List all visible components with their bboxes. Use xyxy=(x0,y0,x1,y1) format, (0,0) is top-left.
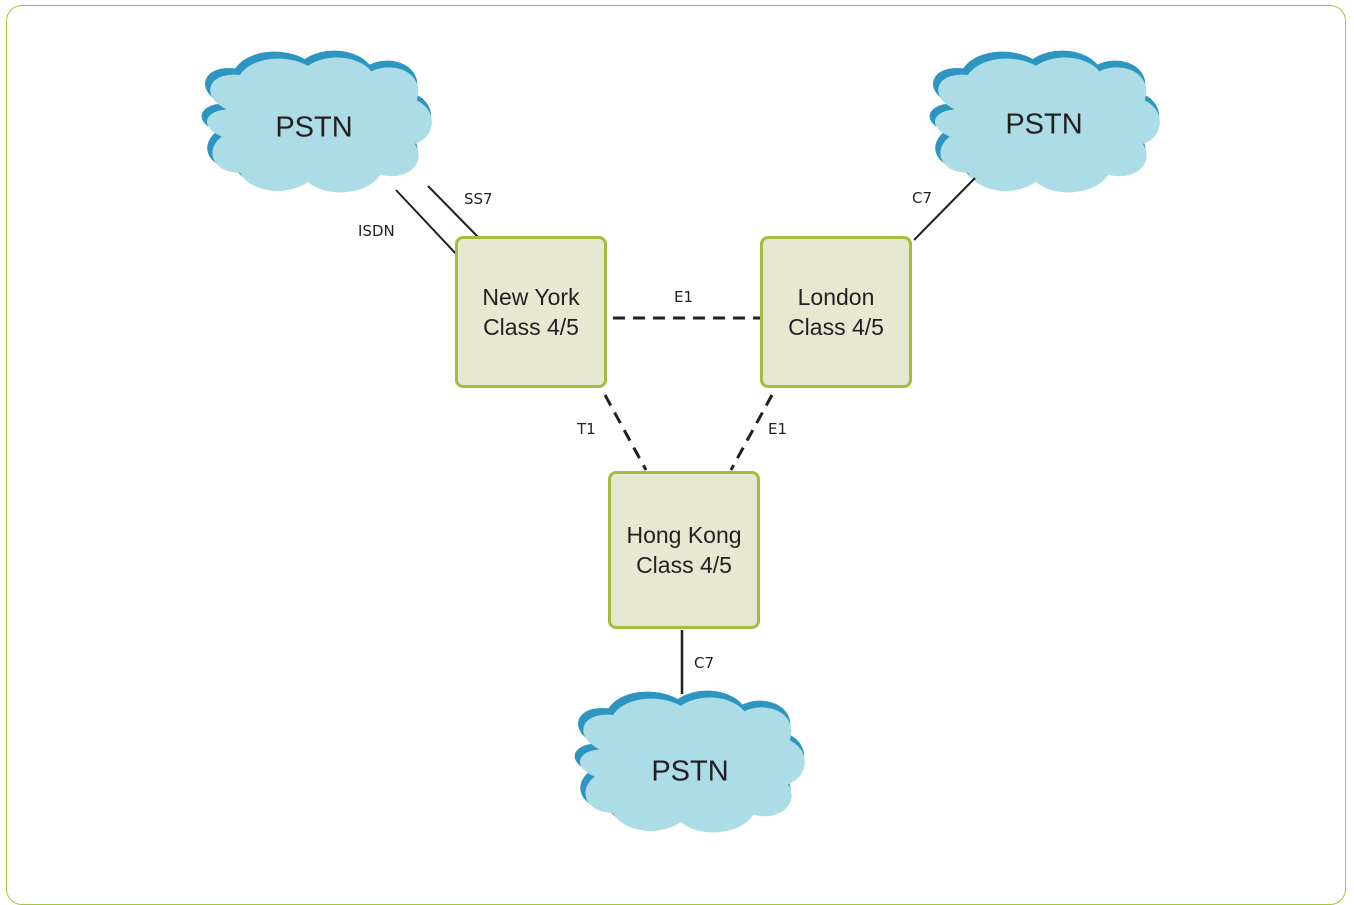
link-london-pstn xyxy=(913,177,976,241)
switch-new-york: New York Class 4/5 xyxy=(455,236,607,388)
label-ny-london-e1: E1 xyxy=(674,288,694,306)
network-diagram xyxy=(201,50,1160,833)
label-ny-hk-t1: T1 xyxy=(577,420,596,438)
link-london-hk xyxy=(729,394,774,471)
switch-hong-kong-name: Hong Kong xyxy=(626,522,742,548)
pstn-top-right-label: PSTN xyxy=(1005,108,1083,141)
switch-hong-kong: Hong Kong Class 4/5 xyxy=(608,471,760,629)
pstn-bottom-label: PSTN xyxy=(651,755,729,788)
label-london-hk-e1: E1 xyxy=(768,420,788,438)
label-isdn: ISDN xyxy=(358,222,395,240)
link-ny-pstn-ss7 xyxy=(427,185,479,238)
switch-london: London Class 4/5 xyxy=(760,236,912,388)
switch-new-york-name: New York xyxy=(482,284,580,310)
label-ss7: SS7 xyxy=(464,190,493,208)
pstn-top-left-label: PSTN xyxy=(275,111,353,144)
switch-london-name: London xyxy=(797,284,875,310)
switch-london-class: Class 4/5 xyxy=(788,314,884,340)
label-hk-c7: C7 xyxy=(694,654,715,672)
switch-new-york-class: Class 4/5 xyxy=(483,314,579,340)
link-ny-pstn-isdn xyxy=(395,189,459,257)
switch-hong-kong-class: Class 4/5 xyxy=(636,552,732,578)
link-ny-hk xyxy=(603,394,648,471)
label-london-c7: C7 xyxy=(912,189,933,207)
